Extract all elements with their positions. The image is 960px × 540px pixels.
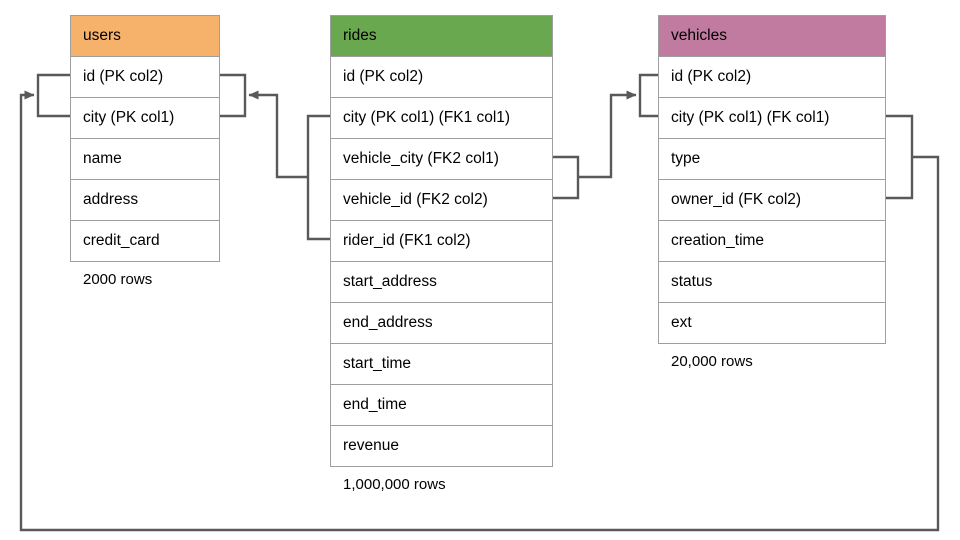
column-row-users: city (PK col1) [71,97,219,138]
rides-fk1-bracket-left [306,114,330,241]
table-rides: rides id (PK col2)city (PK col1) (FK1 co… [330,15,553,493]
row-count-label-vehicles: 20,000 rows [671,353,753,370]
column-row-rides: rider_id (FK1 col2) [331,220,552,261]
table-header-vehicles: vehicles [659,16,885,56]
column-row-vehicles: ext [659,302,885,343]
table-vehicles-box: vehicles id (PK col2)city (PK col1) (FK … [658,15,886,344]
fk1-rides-to-users-connector [248,90,308,179]
table-vehicles-rows: id (PK col2)city (PK col1) (FK col1)type… [659,56,885,343]
users-pk-bracket-right [220,73,247,118]
column-row-rides: vehicle_id (FK2 col2) [331,179,552,220]
table-header-users: users [71,16,219,56]
column-row-users: address [71,179,219,220]
column-row-rides: start_time [331,343,552,384]
column-row-rides: end_time [331,384,552,425]
table-header-rides: rides [331,16,552,56]
vehicles-pk-bracket-left [638,73,658,118]
rides-fk2-bracket-right [553,155,580,200]
column-row-vehicles: type [659,138,885,179]
row-count-label-users: 2000 rows [83,271,153,288]
vehicles-fk-bracket-right [886,114,914,200]
column-row-users: credit_card [71,220,219,261]
column-row-rides: start_address [331,261,552,302]
column-row-rides: id (PK col2) [331,56,552,97]
column-row-rides: vehicle_city (FK2 col1) [331,138,552,179]
column-row-vehicles: id (PK col2) [659,56,885,97]
users-pk-bracket-left [36,73,70,118]
column-row-rides: end_address [331,302,552,343]
column-row-users: name [71,138,219,179]
fk-vehicles-to-users-connector [19,90,940,532]
table-vehicles: vehicles id (PK col2)city (PK col1) (FK … [658,15,886,370]
column-row-vehicles: status [659,261,885,302]
column-row-vehicles: owner_id (FK col2) [659,179,885,220]
column-row-rides: city (PK col1) (FK1 col1) [331,97,552,138]
column-row-rides: revenue [331,425,552,466]
column-row-vehicles: city (PK col1) (FK col1) [659,97,885,138]
row-count-label-rides: 1,000,000 rows [343,476,446,493]
column-row-vehicles: creation_time [659,220,885,261]
fk2-rides-to-vehicles-connector [578,90,637,179]
table-rides-rows: id (PK col2)city (PK col1) (FK1 col1)veh… [331,56,552,466]
column-row-users: id (PK col2) [71,56,219,97]
table-rides-box: rides id (PK col2)city (PK col1) (FK1 co… [330,15,553,467]
